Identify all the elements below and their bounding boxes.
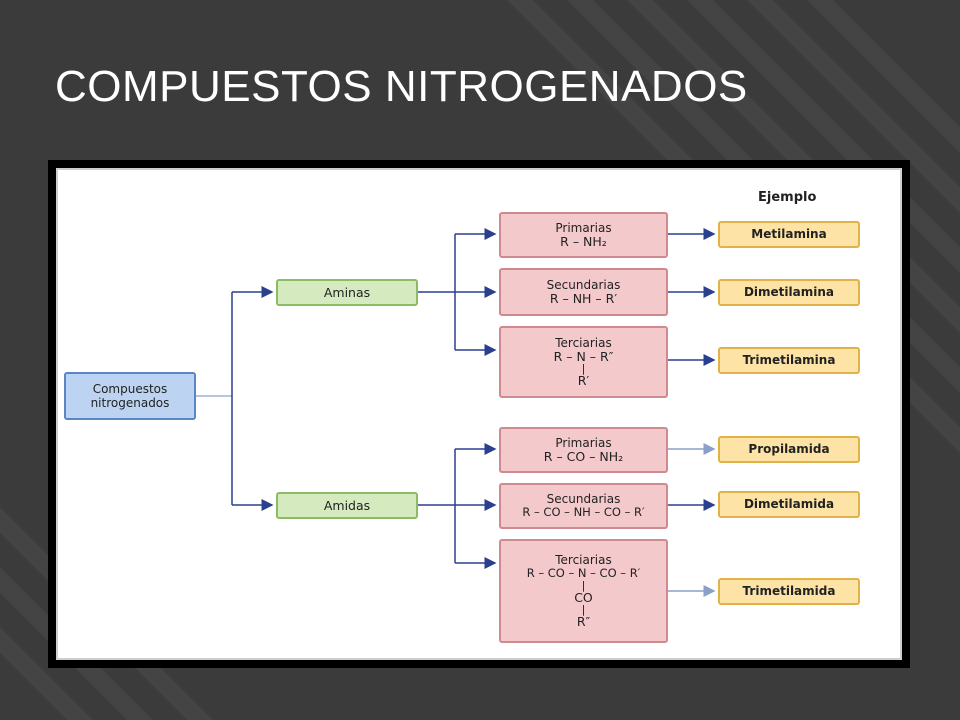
amidas-terciarias-bond-1: |	[581, 579, 586, 592]
aminas-primarias-formula: R – NH₂	[560, 234, 607, 249]
example-propilamida-label: Propilamida	[748, 442, 830, 456]
aminas-terciarias-substituent: R′	[577, 373, 590, 388]
example-trimetilamida: Trimetilamida	[718, 578, 860, 605]
aminas-terciarias-formula: R – N – R″	[553, 349, 614, 364]
example-dimetilamina: Dimetilamina	[718, 279, 860, 306]
example-dimetilamida-label: Dimetilamida	[743, 497, 835, 511]
example-metilamina: Metilamina	[718, 221, 860, 248]
node-amidas-primarias: Primarias R – CO – NH₂	[499, 427, 668, 473]
amidas-terciarias-bond-2: |	[581, 603, 586, 616]
slide-title: COMPUESTOS NITROGENADOS	[55, 62, 748, 111]
example-trimetilamina-label: Trimetilamina	[742, 353, 836, 367]
aminas-terciarias-bond: |	[581, 362, 586, 375]
amidas-terciarias-name: Terciarias	[555, 553, 612, 567]
node-amidas-terciarias: Terciarias R – CO – N – CO – R′ | CO | R…	[499, 539, 668, 643]
branch-node-amidas: Amidas	[276, 492, 418, 519]
amidas-secundarias-name: Secundarias	[546, 492, 621, 506]
node-amidas-secundarias: Secundarias R – CO – NH – CO – R′	[499, 483, 668, 529]
aminas-terciarias-name: Terciarias	[555, 336, 612, 350]
root-node-compuestos-nitrogenados: Compuestos nitrogenados	[64, 372, 196, 420]
example-metilamina-label: Metilamina	[751, 227, 827, 241]
amidas-terciarias-substituent: R″	[576, 614, 591, 629]
branch-node-aminas: Aminas	[276, 279, 418, 306]
amidas-primarias-formula: R – CO – NH₂	[543, 449, 624, 464]
amidas-label: Amidas	[323, 498, 371, 513]
amidas-secundarias-formula: R – CO – NH – CO – R′	[522, 505, 645, 519]
amidas-terciarias-formula: R – CO – N – CO – R′	[526, 566, 641, 580]
example-trimetilamida-label: Trimetilamida	[742, 584, 836, 598]
aminas-primarias-name: Primarias	[555, 221, 612, 235]
node-aminas-secundarias: Secundarias R – NH – R′	[499, 268, 668, 316]
amidas-primarias-name: Primarias	[555, 436, 612, 450]
aminas-secundarias-formula: R – NH – R′	[549, 291, 618, 306]
root-label: Compuestos nitrogenados	[90, 382, 170, 410]
example-trimetilamina: Trimetilamina	[718, 347, 860, 374]
example-dimetilamina-label: Dimetilamina	[743, 285, 835, 299]
node-aminas-terciarias: Terciarias R – N – R″ | R′	[499, 326, 668, 398]
amidas-terciarias-carbonyl: CO	[574, 590, 593, 605]
example-dimetilamida: Dimetilamida	[718, 491, 860, 518]
aminas-label: Aminas	[323, 285, 371, 300]
aminas-secundarias-name: Secundarias	[546, 278, 621, 292]
node-aminas-primarias: Primarias R – NH₂	[499, 212, 668, 258]
example-column-header: Ejemplo	[758, 190, 817, 205]
example-propilamida: Propilamida	[718, 436, 860, 463]
